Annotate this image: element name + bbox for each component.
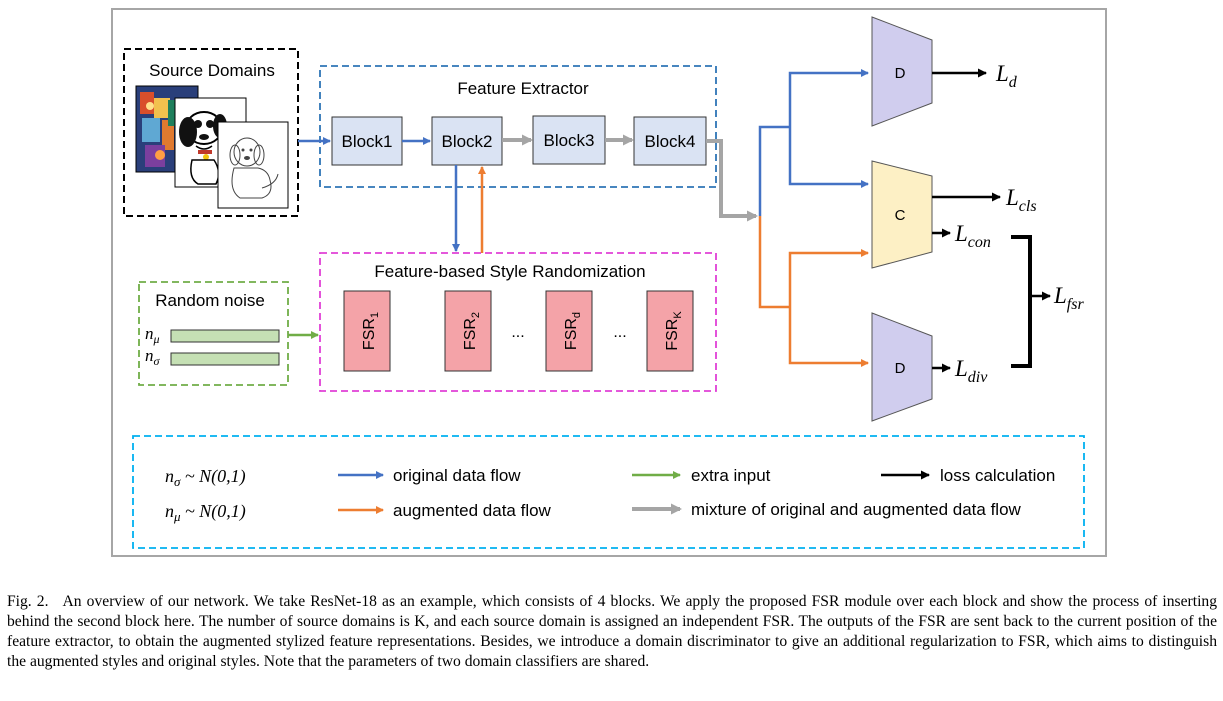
fsr-unit-sub: K: [672, 311, 684, 319]
discriminator-top: D: [871, 16, 933, 127]
block-3: Block3: [532, 115, 606, 165]
arrow-orange-to-c: [788, 249, 869, 307]
fsr-unit-sub: 2: [470, 312, 482, 318]
classifier: C: [871, 160, 933, 269]
legend-augmented-label: augmented data flow: [393, 501, 552, 520]
fsr-unit-2: FSR2: [444, 290, 492, 372]
svg-text:FSR2: FSR2: [462, 312, 482, 350]
figure-caption: Fig. 2.An overview of our network. We ta…: [7, 592, 1217, 672]
legend-mu-eq: nμ ~ N(0,1): [165, 501, 246, 524]
legend-loss-label: loss calculation: [940, 466, 1055, 485]
arrow-block4-to-split: [706, 139, 758, 222]
loss-d: Ld: [995, 61, 1018, 91]
noise-mu-label: nμ: [145, 324, 160, 346]
fsr-ellipsis: ...: [613, 324, 626, 341]
fsr-loss-bracket: [1011, 235, 1032, 368]
noise-sigma-label: nσ: [145, 346, 161, 368]
fsr-unit-sub: d: [571, 312, 583, 318]
svg-text:FSRd: FSRd: [563, 312, 583, 350]
caption-label: Fig. 2.: [7, 593, 49, 610]
network-diagram: Source Domains Feature Ex: [111, 8, 1107, 557]
svg-text:FSRK: FSRK: [664, 311, 684, 351]
arrow-blue-to-c: [788, 127, 869, 188]
loss-fsr: Lfsr: [1053, 283, 1084, 313]
random-noise-box: [138, 281, 289, 386]
block-4: Block4: [633, 116, 707, 166]
legend-sigma-eq: nσ ~ N(0,1): [165, 466, 246, 489]
fsr-unit-1: FSR1: [343, 290, 391, 372]
loss-div: Ldiv: [954, 356, 988, 386]
arrow-to-d-top: [788, 69, 869, 127]
sketch-dog-image: [217, 121, 289, 209]
caption-text: An overview of our network. We take ResN…: [7, 593, 1217, 670]
fsr-unit-d: FSRd: [545, 290, 593, 372]
fsr-title: Feature-based Style Randomization: [374, 262, 645, 281]
fsr-unit-label: FSR: [361, 318, 378, 350]
block-label: Block3: [543, 131, 594, 150]
svg-text:FSR1: FSR1: [361, 312, 381, 350]
arrow-to-d-bottom: [788, 307, 869, 367]
legend-original-label: original data flow: [393, 466, 521, 485]
blue-split-line: [758, 125, 790, 216]
outer-frame: [111, 8, 1107, 557]
fsr-ellipsis: ...: [511, 324, 524, 341]
source-domains-box: [123, 48, 299, 217]
d-top-label: D: [895, 65, 906, 82]
loss-con: Lcon: [954, 221, 991, 251]
loss-cls: Lcls: [1005, 185, 1037, 215]
block-2: Block2: [431, 116, 503, 166]
fsr-box: [319, 252, 717, 392]
feature-extractor-box: [319, 65, 717, 188]
d-bottom-label: D: [895, 360, 906, 377]
block-1: Block1: [331, 116, 403, 166]
fsr-unit-sub: 1: [369, 312, 381, 318]
fsr-unit-label: FSR: [563, 318, 580, 350]
block-label: Block4: [644, 132, 695, 151]
fsr-unit-label: FSR: [664, 319, 681, 351]
c-label: C: [895, 207, 906, 224]
discriminator-bottom: D: [871, 312, 933, 422]
random-noise-title: Random noise: [155, 291, 265, 310]
noise-sigma-bar: [170, 352, 280, 366]
fsr-unit-k: FSRK: [646, 290, 694, 372]
legend-extra-label: extra input: [691, 466, 771, 485]
feature-extractor-title: Feature Extractor: [457, 79, 589, 98]
block-label: Block2: [441, 132, 492, 151]
legend-box: [132, 435, 1085, 549]
orange-split-line: [758, 216, 790, 309]
source-domains-title: Source Domains: [149, 61, 275, 80]
fsr-unit-label: FSR: [462, 318, 479, 350]
noise-mu-bar: [170, 329, 280, 343]
block-label: Block1: [341, 132, 392, 151]
legend-mixture-label: mixture of original and augmented data f…: [691, 500, 1022, 519]
